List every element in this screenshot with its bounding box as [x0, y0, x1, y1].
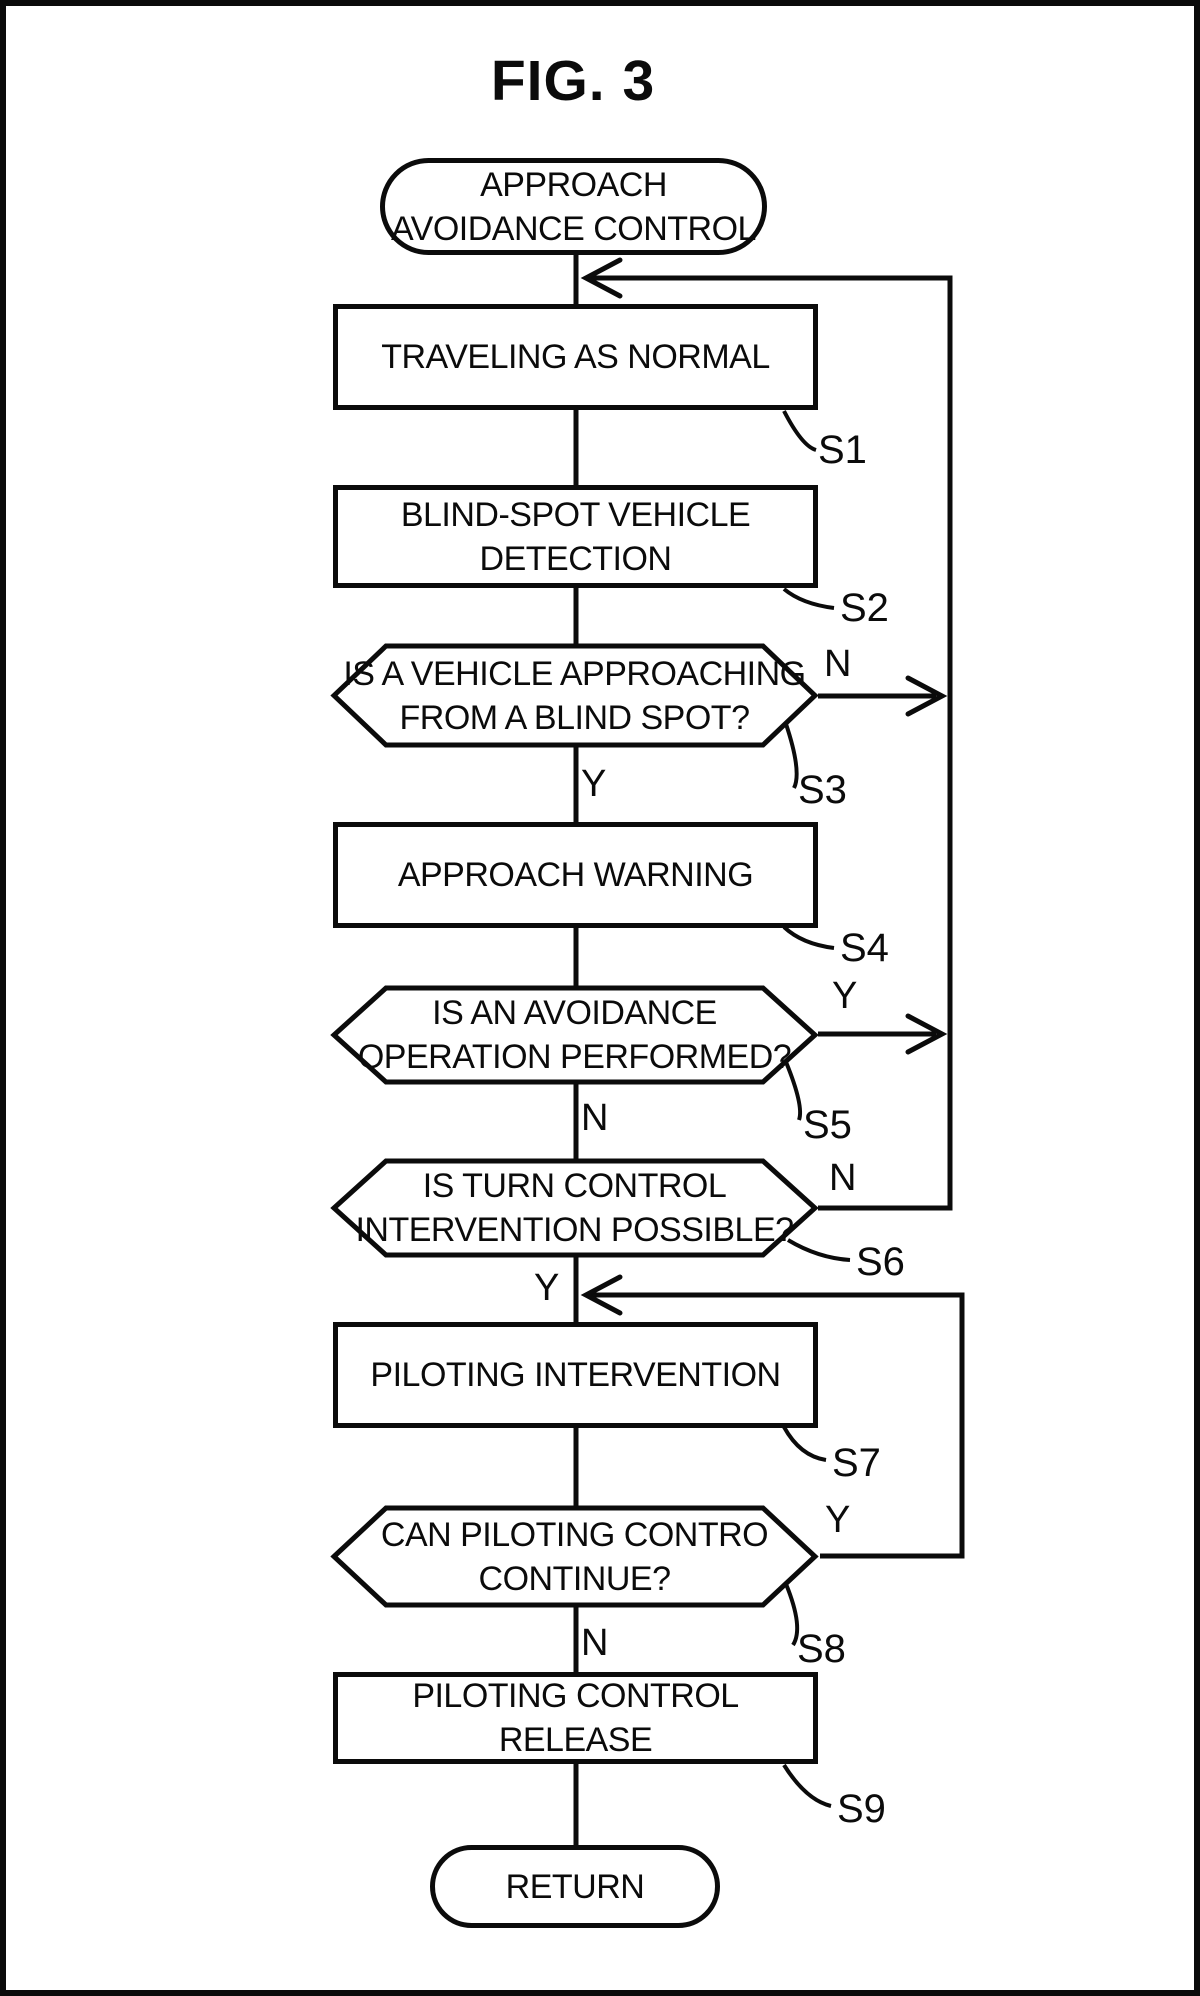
node-text-line: CONTINUE?	[478, 1559, 671, 1598]
decision-s6-turn-control-intervention-possible: IS TURN CONTROL INTERVENTION POSSIBLE?	[330, 1158, 819, 1258]
node-text-line: TRAVELING AS NORMAL	[381, 338, 770, 376]
leader-s3	[784, 723, 799, 789]
node-text-line: BLIND-SPOT VEHICLE	[400, 495, 751, 534]
process-s9-piloting-control-release: PILOTING CONTROL RELEASE	[333, 1672, 818, 1764]
branch-label-s3-yes: Y	[581, 763, 607, 805]
loop-return-to-start	[588, 275, 953, 1211]
branch-label-s6-yes: Y	[534, 1267, 560, 1309]
hexagon-shape	[330, 1505, 819, 1608]
branch-label-s3-no: N	[824, 643, 852, 685]
loop-return-to-piloting	[588, 1292, 965, 1559]
decision-s3-vehicle-approaching-blind-spot: IS A VEHICLE APPROACHING FROM A BLIND SP…	[330, 643, 819, 748]
node-text-line: PILOTING INTERVENTION	[370, 1356, 781, 1394]
leader-s2	[782, 587, 835, 610]
node-text-line: DETECTION	[479, 539, 672, 578]
hexagon-shape	[330, 643, 819, 748]
process-s7-piloting-intervention: PILOTING INTERVENTION	[333, 1322, 818, 1428]
process-s1-traveling-as-normal: TRAVELING AS NORMAL	[333, 304, 818, 410]
terminal-return: RETURN	[430, 1845, 720, 1928]
decision-s5-avoidance-operation-performed: IS AN AVOIDANCE OPERATION PERFORMED?	[330, 985, 819, 1085]
leader-s8	[784, 1583, 800, 1647]
leader-s9	[782, 1763, 832, 1808]
leader-s7	[782, 1426, 827, 1462]
terminal-start-approach-avoidance-control: APPROACH AVOIDANCE CONTROL	[380, 158, 767, 255]
branch-label-s6-no: N	[829, 1157, 857, 1199]
arrowhead-top-junction	[580, 257, 623, 299]
node-text-line: RELEASE	[498, 1721, 653, 1759]
node-text-line: AVOIDANCE CONTROL	[391, 209, 756, 248]
step-label-s9: S9	[837, 1787, 886, 1831]
process-s2-blind-spot-vehicle-detection: BLIND-SPOT VEHICLE DETECTION	[333, 485, 818, 588]
leader-s6	[786, 1238, 851, 1262]
leader-s5	[784, 1061, 803, 1121]
hexagon-shape	[330, 1158, 819, 1258]
step-label-s5: S5	[803, 1103, 852, 1147]
step-label-s8: S8	[797, 1627, 846, 1671]
node-text-line: IS AN AVOIDANCE	[432, 994, 717, 1032]
arrowhead-s5-yes	[905, 1013, 948, 1055]
arrowhead-s3-no	[905, 675, 948, 717]
branch-label-s5-no: N	[581, 1097, 609, 1139]
node-text-line: APPROACH WARNING	[397, 856, 754, 894]
branch-label-s8-yes: Y	[825, 1499, 851, 1541]
step-label-s1: S1	[818, 428, 867, 472]
figure-title: FIG. 3	[490, 49, 656, 113]
node-text-line: APPROACH	[480, 165, 667, 204]
node-text-line: OPERATION PERFORMED?	[357, 1038, 792, 1076]
node-text-line: INTERVENTION POSSIBLE?	[355, 1211, 794, 1249]
leader-s4	[782, 925, 835, 950]
branch-label-s5-yes: Y	[832, 975, 858, 1017]
node-text-line: FROM A BLIND SPOT?	[399, 698, 750, 737]
node-text-line: PILOTING CONTROL	[412, 1677, 739, 1715]
node-text-line: RETURN	[505, 1867, 645, 1906]
step-label-s7: S7	[832, 1441, 881, 1485]
node-text-line: IS TURN CONTROL	[422, 1167, 727, 1205]
node-text-line: IS A VEHICLE APPROACHING	[343, 654, 806, 693]
leader-s1	[782, 410, 817, 452]
node-text-line: CAN PILOTING CONTRO	[380, 1515, 769, 1554]
decision-s8-can-piloting-control-continue: CAN PILOTING CONTRO CONTINUE?	[330, 1505, 819, 1608]
step-label-s3: S3	[798, 768, 847, 812]
process-s4-approach-warning: APPROACH WARNING	[333, 822, 818, 928]
step-label-s2: S2	[840, 586, 889, 630]
step-label-s6: S6	[856, 1240, 905, 1284]
step-label-s4: S4	[840, 926, 889, 970]
branch-label-s8-no: N	[581, 1622, 609, 1664]
arrowhead-s7-junction	[580, 1274, 623, 1316]
hexagon-shape	[330, 985, 819, 1085]
